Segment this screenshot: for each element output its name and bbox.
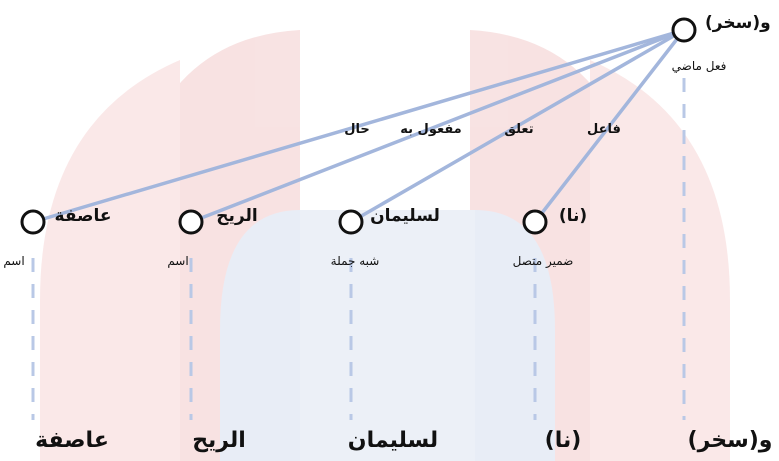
bottom-word-token-3: لسليمان bbox=[348, 428, 438, 453]
relation-label-token-3: تعلق bbox=[504, 122, 533, 137]
edge-hal bbox=[31, 28, 686, 224]
node-token-3-word: لسليمان bbox=[370, 206, 440, 226]
logo-watermark-icon bbox=[40, 30, 730, 461]
bottom-word-token-2: الريح bbox=[192, 428, 246, 453]
edge-taalluq bbox=[349, 28, 686, 224]
dependency-edges bbox=[31, 28, 686, 224]
node-token-1[interactable] bbox=[20, 209, 46, 235]
node-token-4-word: (نا) bbox=[559, 206, 587, 226]
bottom-word-root: و(سخر) bbox=[688, 428, 773, 453]
edge-mafool-bih bbox=[189, 28, 686, 224]
guide-lines bbox=[31, 78, 686, 420]
relation-label-token-4: فاعل bbox=[587, 122, 621, 137]
node-token-4[interactable] bbox=[522, 209, 548, 235]
node-root-word: و(سخر) bbox=[705, 13, 771, 33]
node-token-2-word: الريح bbox=[216, 206, 257, 226]
bottom-word-token-4: (نا) bbox=[545, 428, 582, 453]
node-token-2[interactable] bbox=[178, 209, 204, 235]
node-token-3-pos: شبه جملة bbox=[331, 254, 380, 268]
node-token-4-pos: ضمير متصل bbox=[513, 254, 574, 269]
node-root-pos: فعل ماضي bbox=[672, 59, 727, 73]
edge-fail bbox=[533, 28, 686, 224]
node-token-3[interactable] bbox=[338, 209, 364, 235]
node-token-2-pos: اسم bbox=[167, 254, 188, 268]
bottom-word-token-1: عاصفة bbox=[35, 428, 109, 453]
relation-label-token-2: مفعول به bbox=[400, 122, 461, 137]
node-token-1-word: عاصفة bbox=[55, 206, 112, 226]
node-token-1-pos: اسم bbox=[3, 254, 24, 268]
relation-label-token-1: حال bbox=[344, 122, 370, 137]
node-root[interactable] bbox=[671, 17, 697, 43]
